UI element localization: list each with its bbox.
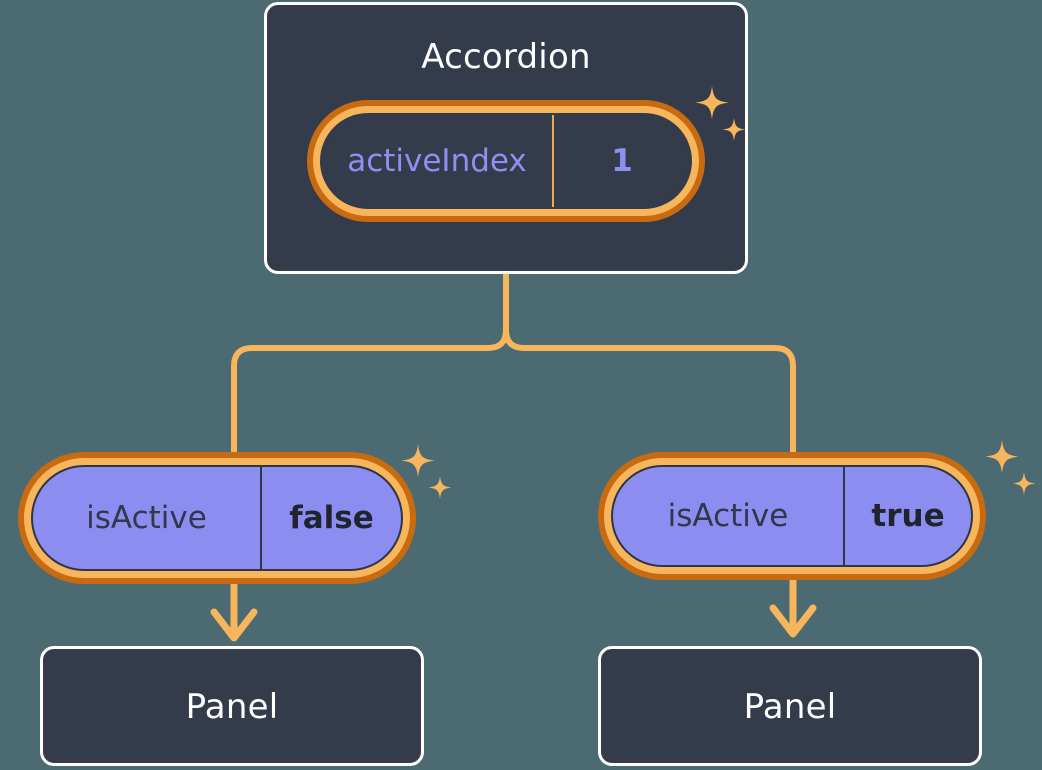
- sparkle-small-icon: [1012, 472, 1036, 495]
- edge-root-to-children: [231, 271, 509, 458]
- pill-body: isActive true: [611, 465, 973, 567]
- accordion-title: Accordion: [421, 37, 591, 77]
- pill-inner-ring: isActive false: [24, 458, 410, 578]
- component-node-panel-right[interactable]: Panel: [598, 646, 982, 766]
- pill-body: isActive false: [31, 465, 403, 571]
- state-value-label: false: [289, 500, 374, 536]
- state-pill-is-active-true[interactable]: isActive true: [598, 452, 986, 580]
- sparkle-group-right: [985, 440, 1036, 495]
- state-pill-active-index[interactable]: activeIndex 1: [307, 100, 705, 222]
- sparkle-icon: [985, 440, 1019, 474]
- state-key-label: isActive: [667, 498, 789, 534]
- pill-body: activeIndex 1: [320, 113, 692, 209]
- pill-divider: [260, 467, 262, 569]
- sparkle-small-icon: [428, 476, 452, 499]
- component-node-panel-left[interactable]: Panel: [40, 646, 424, 766]
- arrow-left-pill-to-panel: [210, 582, 258, 642]
- state-pill-is-active-false[interactable]: isActive false: [18, 452, 416, 584]
- pill-divider: [552, 115, 554, 207]
- panel-title: Panel: [185, 687, 279, 727]
- sparkle-icon: [401, 444, 435, 478]
- pill-inner-ring: isActive true: [604, 458, 980, 574]
- edge-root-to-child-right: [503, 271, 796, 458]
- panel-title: Panel: [743, 687, 837, 727]
- pill-inner-ring: activeIndex 1: [313, 106, 699, 216]
- state-key-label: isActive: [86, 500, 207, 536]
- pill-divider: [843, 467, 845, 565]
- state-key-label: activeIndex: [347, 143, 527, 179]
- state-value-label: true: [871, 498, 945, 534]
- arrow-right-pill-to-panel: [769, 578, 817, 638]
- state-value-label: 1: [611, 143, 633, 179]
